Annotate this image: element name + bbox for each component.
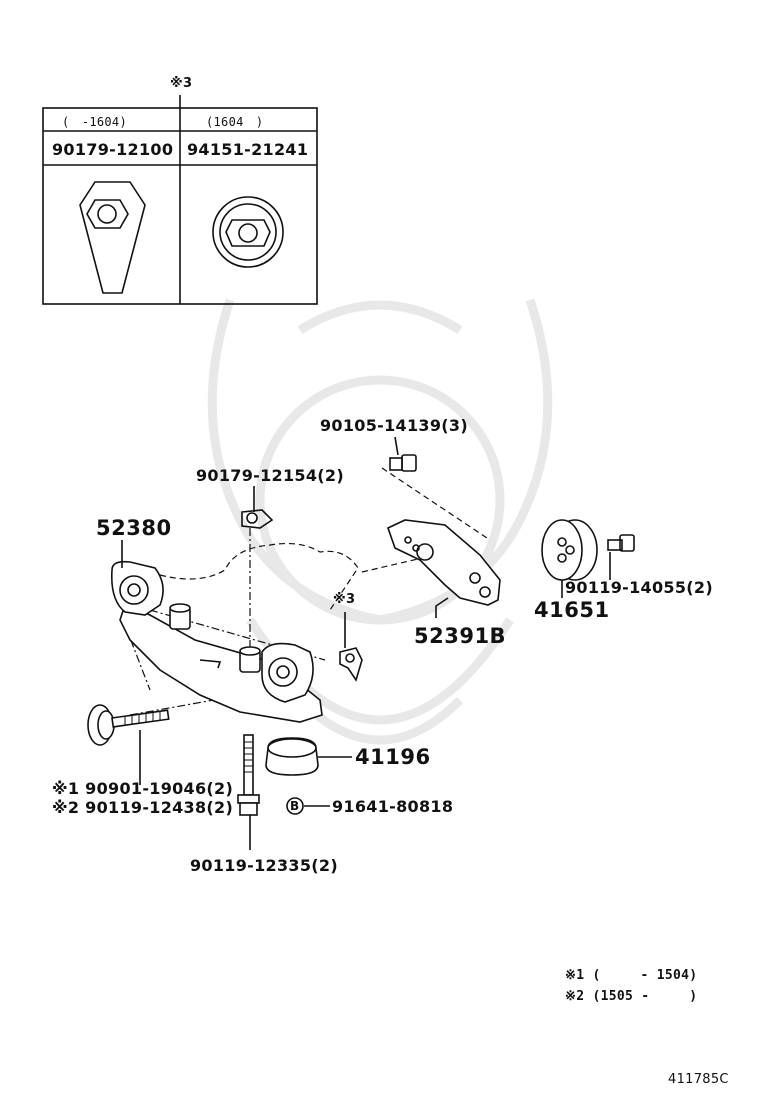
inset-table [42,95,318,305]
note-1: ※1 ( - 1504) [565,968,698,983]
figure-id: 411785C [668,1072,729,1087]
label-front-bolt-1[interactable]: ※1 90901-19046(2) [52,779,234,798]
label-mount[interactable]: 41651 [534,598,610,622]
nut-clip-drawing [241,509,274,529]
bolt-right-drawing [607,534,635,552]
inset-col1-part-number: 90179-12100 [52,140,174,159]
bolt-top-drawing [389,454,417,472]
label-b-mark: B [290,799,300,813]
inset-col2-part-number: 94151-21241 [187,140,309,159]
inset-note-mark: ※3 [170,76,193,91]
label-bolt-top[interactable]: 90105-14139(3) [320,416,468,435]
label-b-part[interactable]: 91641-80818 [332,797,454,816]
stopper-drawing [265,737,319,776]
bottom-bolt-drawing [237,734,260,816]
front-bolt-drawing [87,704,170,746]
note-2: ※2 (1505 - ) [565,989,698,1004]
label-bolt-right[interactable]: 90119-14055(2) [565,578,713,597]
tab-nut-drawing [339,647,363,682]
crossmember-drawing [110,560,323,723]
engine-outline [159,542,359,611]
label-bracket[interactable]: 52391B [414,624,507,648]
inset-col2-range: (1604 ) [206,115,264,129]
inset-col1-range: ( -1604) [62,115,127,129]
bracket-drawing [387,519,501,606]
leader-lines [121,436,611,850]
label-crossmember[interactable]: 52380 [96,516,172,540]
label-note3-mark: ※3 [333,592,356,607]
label-bolt-bottom[interactable]: 90119-12335(2) [190,856,338,875]
mount-drawing [541,519,598,581]
label-stopper[interactable]: 41196 [355,745,431,769]
label-front-bolt-2[interactable]: ※2 90119-12438(2) [52,798,234,817]
label-nut-clip[interactable]: 90179-12154(2) [196,466,344,485]
